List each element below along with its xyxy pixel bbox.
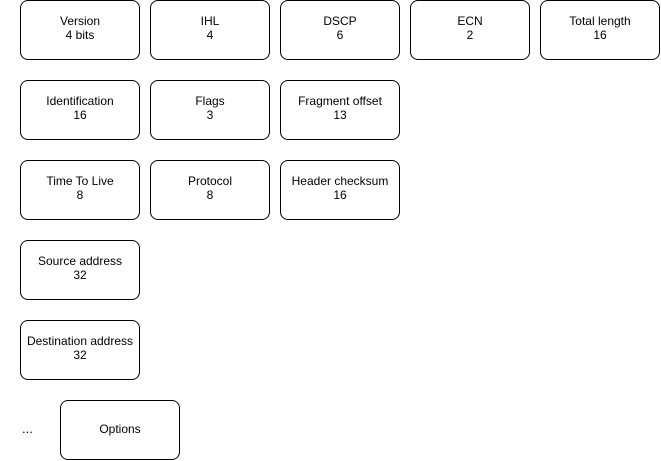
field-name: Protocol xyxy=(187,174,233,188)
field-total-length: Total length 16 xyxy=(540,0,660,60)
field-name: DSCP xyxy=(323,14,357,28)
field-bits: 16 xyxy=(73,108,87,122)
field-bits: 6 xyxy=(336,28,344,42)
field-name: ECN xyxy=(457,14,483,28)
field-name: IHL xyxy=(200,14,220,28)
field-name: Fragment offset xyxy=(298,94,382,108)
field-bits: 4 bits xyxy=(65,28,95,42)
field-bits: 2 xyxy=(466,28,474,42)
ellipsis-text: ... xyxy=(22,421,33,436)
field-name: Source address xyxy=(37,254,123,268)
field-name: Options xyxy=(99,422,141,436)
field-bits: 16 xyxy=(593,28,607,42)
field-identification: Identification 16 xyxy=(20,80,140,140)
field-bits: 3 xyxy=(206,108,214,122)
field-flags: Flags 3 xyxy=(150,80,270,140)
field-options: Options xyxy=(60,400,180,460)
field-ecn: ECN 2 xyxy=(410,0,530,60)
field-name: Version xyxy=(59,14,101,28)
field-name: Header checksum xyxy=(291,174,389,188)
field-name: Flags xyxy=(195,94,225,108)
field-dscp: DSCP 6 xyxy=(280,0,400,60)
field-bits: 8 xyxy=(76,188,84,202)
field-bits: 4 xyxy=(206,28,214,42)
field-bits: 16 xyxy=(333,188,347,202)
field-name: Time To Live xyxy=(46,174,114,188)
field-protocol: Protocol 8 xyxy=(150,160,270,220)
field-time-to-live: Time To Live 8 xyxy=(20,160,140,220)
field-name: Total length xyxy=(569,14,631,28)
field-header-checksum: Header checksum 16 xyxy=(280,160,400,220)
field-bits: 8 xyxy=(206,188,214,202)
field-name: Identification xyxy=(46,94,114,108)
field-bits: 32 xyxy=(73,268,87,282)
field-bits: 32 xyxy=(73,348,87,362)
field-source-address: Source address 32 xyxy=(20,240,140,300)
field-name: Destination address xyxy=(26,334,134,348)
field-version: Version 4 bits xyxy=(20,0,140,60)
field-ihl: IHL 4 xyxy=(150,0,270,60)
field-destination-address: Destination address 32 xyxy=(20,320,140,380)
field-fragment-offset: Fragment offset 13 xyxy=(280,80,400,140)
field-bits: 13 xyxy=(333,108,347,122)
